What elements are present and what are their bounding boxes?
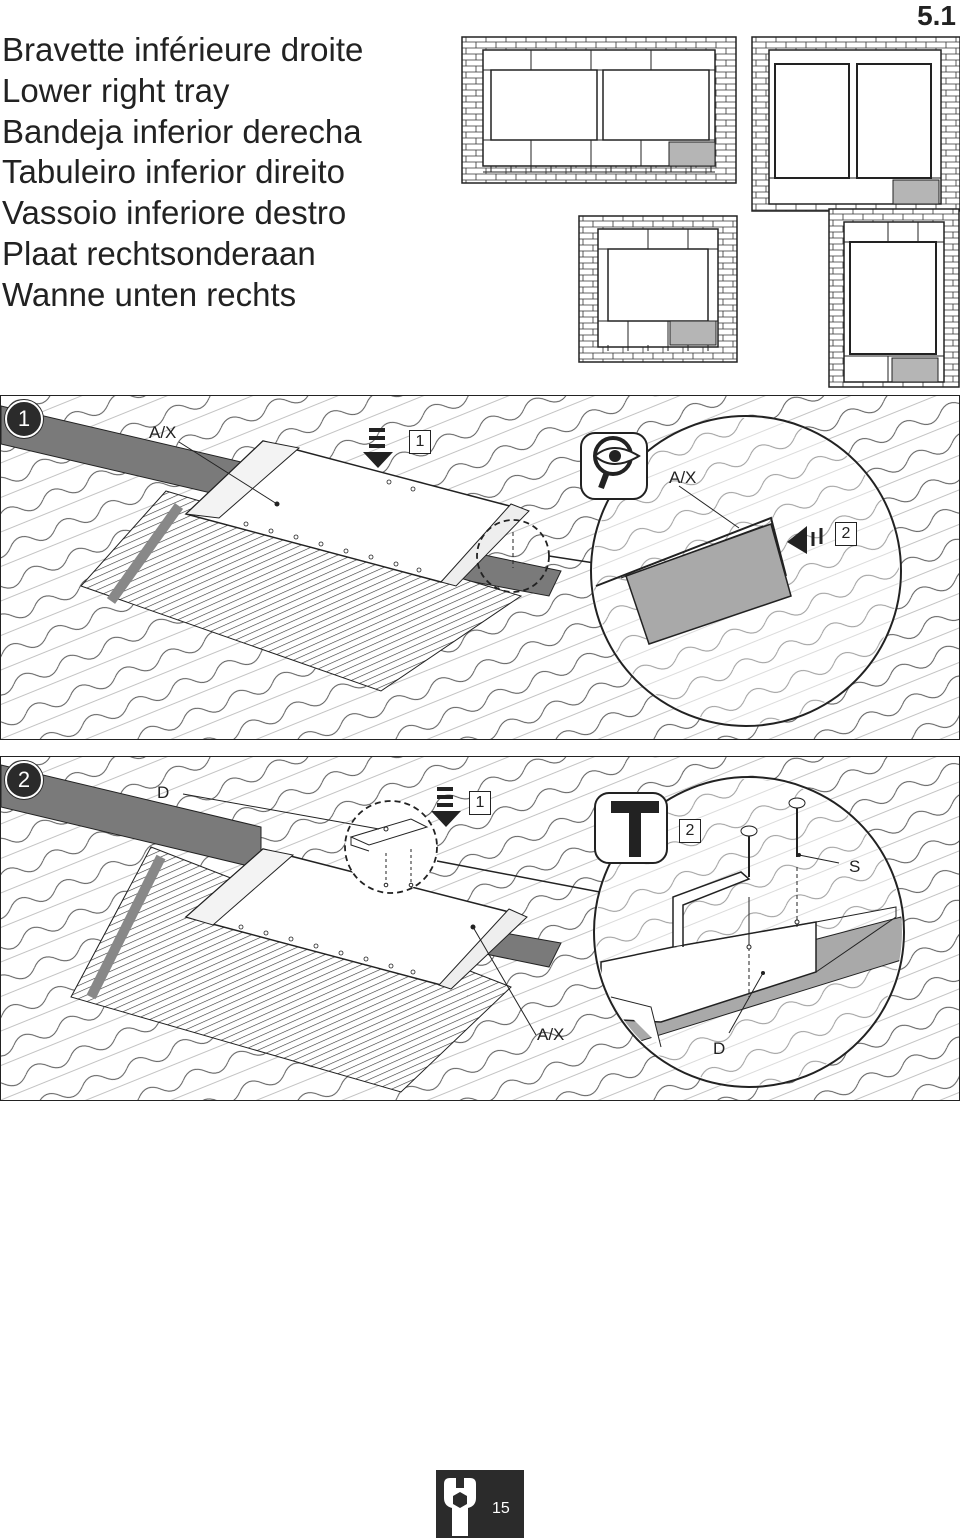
title-es: Bandeja inferior derecha bbox=[2, 112, 362, 150]
step-2-substep-1: 1 bbox=[469, 791, 491, 815]
step-2-substep-2: 2 bbox=[679, 819, 701, 843]
step-2-detail-label: D bbox=[713, 1039, 726, 1058]
step-2-panel: 2 D 1 2 S A/X D bbox=[0, 756, 960, 1101]
position-diagram-1 bbox=[461, 36, 737, 184]
step-1-illustration bbox=[1, 396, 959, 739]
position-diagram-4 bbox=[828, 208, 960, 388]
title-it: Vassoio inferiore destro bbox=[2, 194, 347, 232]
step-1-substep-2: 2 bbox=[835, 522, 857, 546]
page-number: 15 bbox=[492, 1500, 510, 1517]
title-fr: Bravette inférieure droite bbox=[2, 31, 364, 68]
section-number: 5.1 bbox=[917, 0, 956, 31]
step-2-screw-label: S bbox=[849, 857, 861, 876]
step-2-tray-label: A/X bbox=[537, 1025, 565, 1044]
position-diagram-3 bbox=[578, 215, 738, 363]
page-footer-tab: 15 bbox=[436, 1470, 524, 1538]
step-1-substep-1: 1 bbox=[409, 430, 431, 454]
position-diagram-2 bbox=[751, 36, 960, 212]
arrow-left-icon bbox=[787, 526, 823, 554]
arrow-down-icon bbox=[363, 428, 393, 468]
step-2-part-label: D bbox=[157, 783, 170, 802]
step-2-badge: 2 bbox=[5, 761, 43, 799]
step-1-badge: 1 bbox=[5, 400, 43, 438]
eye-icon bbox=[580, 432, 648, 500]
step-1-part-label: A/X bbox=[149, 423, 177, 442]
arrow-down-icon bbox=[431, 787, 461, 827]
step-1-panel: 1 A/X 1 A/X 2 bbox=[0, 395, 960, 740]
step-1-detail-label: A/X bbox=[669, 468, 697, 487]
wrench-logo-icon bbox=[444, 1478, 476, 1536]
title-nl: Plaat rechtsonderaan bbox=[2, 234, 316, 272]
hammer-icon bbox=[594, 792, 668, 864]
title-en: Lower right tray bbox=[2, 71, 230, 109]
title-block: Bravette inférieure droite Lower right t… bbox=[2, 30, 363, 316]
title-pt: Tabuleiro inferior direito bbox=[2, 153, 346, 191]
title-de: Wanne unten rechts bbox=[2, 275, 297, 313]
